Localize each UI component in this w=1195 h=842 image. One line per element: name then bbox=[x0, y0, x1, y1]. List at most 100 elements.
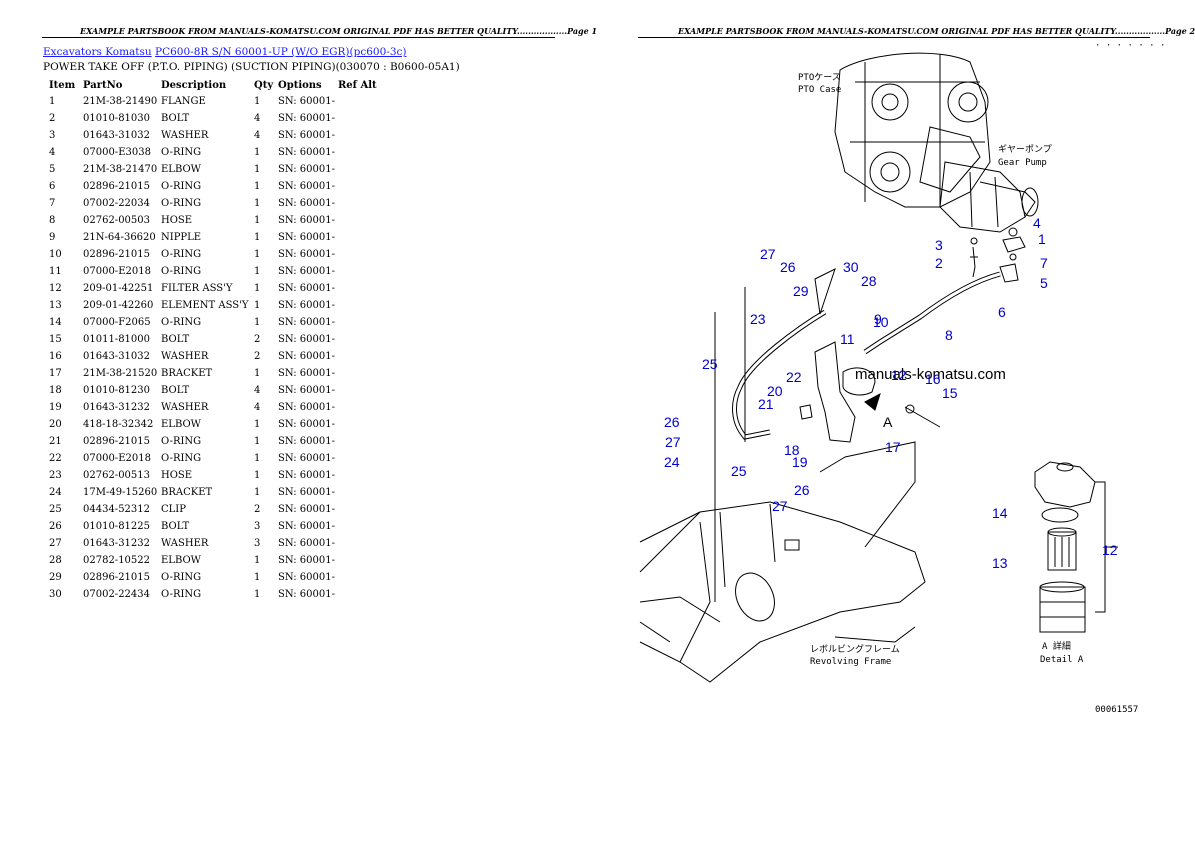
part-options: SN: 60001- bbox=[278, 419, 335, 430]
item-number: 22 bbox=[49, 453, 62, 464]
part-qty: 1 bbox=[254, 555, 261, 566]
item-number: 17 bbox=[49, 368, 62, 379]
part-options: SN: 60001- bbox=[278, 147, 335, 158]
part-ref-alt bbox=[338, 93, 378, 110]
part-description: BRACKET bbox=[161, 368, 213, 379]
part-options: SN: 60001- bbox=[278, 402, 335, 413]
callout-number: 26 bbox=[664, 414, 680, 430]
part-ref-alt bbox=[338, 246, 378, 263]
item-number: 9 bbox=[49, 232, 56, 243]
part-options: SN: 60001- bbox=[278, 113, 335, 124]
part-description: O-RING bbox=[161, 249, 202, 260]
part-options: SN: 60001- bbox=[278, 283, 335, 294]
part-qty: 1 bbox=[254, 368, 261, 379]
page-title: POWER TAKE OFF (P.T.O. PIPING) (SUCTION … bbox=[43, 61, 460, 73]
part-options: SN: 60001- bbox=[278, 470, 335, 481]
callout-number: 26 bbox=[780, 259, 796, 275]
part-description: WASHER bbox=[161, 351, 209, 362]
part-options: SN: 60001- bbox=[278, 504, 335, 515]
item-number: 25 bbox=[49, 504, 62, 515]
part-description: O-RING bbox=[161, 572, 202, 583]
col-header-qty: Qty bbox=[254, 79, 274, 91]
part-description: NIPPLE bbox=[161, 232, 202, 243]
part-ref-alt bbox=[338, 229, 378, 246]
callout-number: 18 bbox=[784, 442, 800, 458]
callout-number: 26 bbox=[794, 482, 810, 498]
item-number: 7 bbox=[49, 198, 56, 209]
part-description: BOLT bbox=[161, 334, 190, 345]
callout-number: 5 bbox=[1040, 275, 1048, 291]
part-description: FILTER ASS'Y bbox=[161, 283, 233, 294]
part-number: 21M-38-21520 bbox=[83, 368, 158, 379]
part-description: O-RING bbox=[161, 147, 202, 158]
header-rule-2 bbox=[638, 37, 1150, 38]
callout-number: 8 bbox=[945, 327, 953, 343]
part-options: SN: 60001- bbox=[278, 249, 335, 260]
part-description: ELBOW bbox=[161, 555, 201, 566]
col-header-partno: PartNo bbox=[83, 79, 123, 91]
item-number: 2 bbox=[49, 113, 56, 124]
part-qty: 1 bbox=[254, 181, 261, 192]
part-number: 02896-21015 bbox=[83, 249, 151, 260]
part-qty: 1 bbox=[254, 266, 261, 277]
item-number: 18 bbox=[49, 385, 62, 396]
part-ref-alt bbox=[338, 280, 378, 297]
part-options: SN: 60001- bbox=[278, 130, 335, 141]
part-ref-alt bbox=[338, 195, 378, 212]
view-letter: A bbox=[883, 414, 893, 430]
part-ref-alt bbox=[338, 127, 378, 144]
callout-number: 10 bbox=[873, 314, 889, 330]
part-qty: 1 bbox=[254, 419, 261, 430]
part-options: SN: 60001- bbox=[278, 334, 335, 345]
part-qty: 2 bbox=[254, 351, 261, 362]
col-header-description: Description bbox=[161, 79, 227, 91]
col-header-item: Item bbox=[49, 79, 76, 91]
item-number: 4 bbox=[49, 147, 56, 158]
part-ref-alt bbox=[338, 144, 378, 161]
part-description: HOSE bbox=[161, 215, 193, 226]
callout-number: 22 bbox=[786, 369, 802, 385]
callout-number: 25 bbox=[731, 463, 747, 479]
revolving-frame-drawing bbox=[639, 268, 926, 683]
detail-label: Detail A bbox=[1040, 655, 1084, 665]
col-header-ref-alt: Ref Alt bbox=[338, 79, 377, 91]
item-number: 16 bbox=[49, 351, 62, 362]
part-ref-alt bbox=[338, 518, 378, 535]
part-options: SN: 60001- bbox=[278, 436, 335, 447]
pto-case-label: PTO Case bbox=[798, 85, 841, 95]
part-number: 01010-81225 bbox=[83, 521, 151, 532]
part-ref-alt bbox=[338, 450, 378, 467]
part-options: SN: 60001- bbox=[278, 198, 335, 209]
part-qty: 4 bbox=[254, 130, 261, 141]
part-description: O-RING bbox=[161, 317, 202, 328]
part-options: SN: 60001- bbox=[278, 368, 335, 379]
part-ref-alt bbox=[338, 467, 378, 484]
callout-number: 28 bbox=[861, 273, 877, 289]
gear-pump-label: Gear Pump bbox=[998, 158, 1047, 168]
part-qty: 1 bbox=[254, 164, 261, 175]
part-number: 418-18-32342 bbox=[83, 419, 154, 430]
part-number: 01010-81030 bbox=[83, 113, 151, 124]
callout-number: 23 bbox=[750, 311, 766, 327]
part-ref-alt bbox=[338, 535, 378, 552]
part-description: BOLT bbox=[161, 521, 190, 532]
part-ref-alt bbox=[338, 212, 378, 229]
breadcrumb: Excavators Komatsu PC600-8R S/N 60001-UP… bbox=[43, 46, 406, 58]
part-options: SN: 60001- bbox=[278, 487, 335, 498]
part-qty: 1 bbox=[254, 572, 261, 583]
breadcrumb-link-model[interactable]: PC600-8R S/N 60001-UP (W/O EGR)(pc600-3c… bbox=[155, 46, 407, 58]
breadcrumb-link-category[interactable]: Excavators Komatsu bbox=[43, 46, 152, 58]
